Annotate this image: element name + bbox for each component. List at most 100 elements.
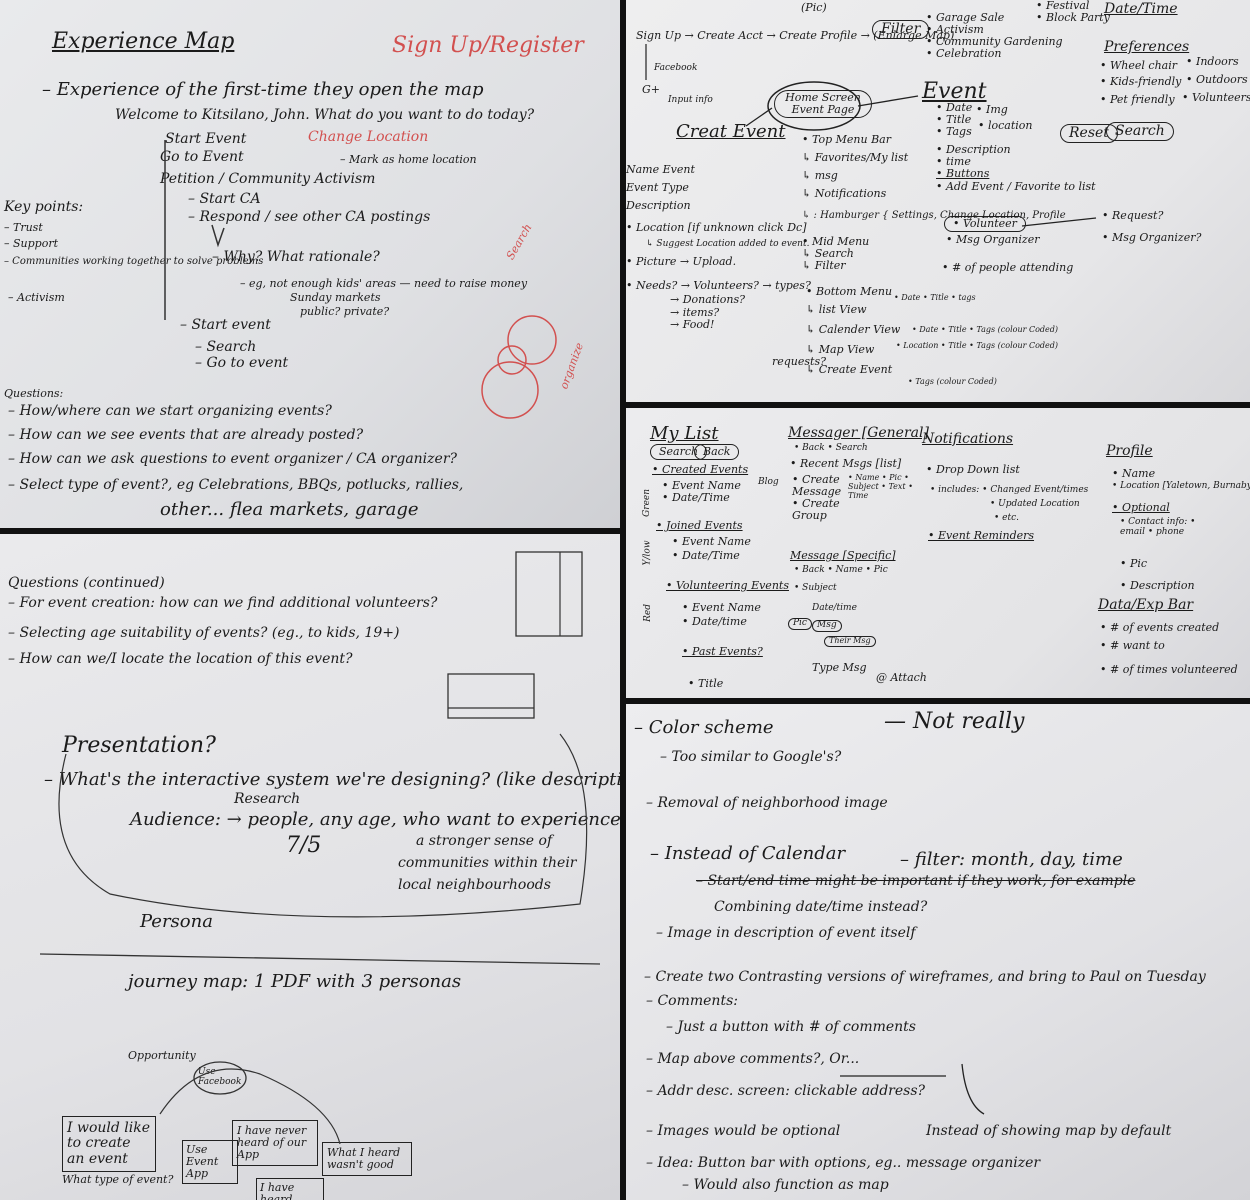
list-item: Event Type [626,181,689,195]
list-item: ↳ Notifications [802,187,887,201]
text-line: – Start/end time might be important if t… [696,873,1136,889]
list-item: ↳ Create Event [806,363,893,377]
text-line: Research [234,791,301,807]
text-line: requests? [772,355,827,368]
list-item: • Add Event / Favorite to list [936,179,1096,193]
text-line: – Comments: [646,993,738,1009]
text-line: • Festival [1036,0,1090,12]
text-line: – Select type of event?, eg Celebrations… [8,477,464,493]
text-line: • Contact info: • email • phone [1120,517,1196,537]
list-item: • Top Menu Bar [802,133,891,146]
text-line: – Trust [4,221,43,234]
text-line: a stronger sense of [416,833,553,849]
text-line: • etc. [994,513,1020,523]
text-line: – Communities working together to solve … [4,256,264,267]
text-line: 7/5 [286,833,322,858]
text-line: Event [922,79,987,104]
text-line: – Why? What rationale? [212,249,380,265]
text-line: • Indoors [1186,55,1239,68]
text-line: – How can we ask questions to event orga… [8,451,458,467]
text-line: • Garage Sale [926,11,1005,24]
list-item: → Food! [670,317,715,331]
list-item: • Picture → Upload. [626,255,737,269]
text-line: – Color scheme [634,717,774,738]
text-line: – Removal of neighborhood image [646,795,888,811]
text-line: • Volunteers [1182,91,1250,104]
list-item: ↳ Suggest Location added to event. [646,239,810,250]
text-line: Combining date/time instead? [714,899,928,915]
text-line: Preferences [1104,39,1190,55]
text-line: – How can we see events that are already… [8,427,364,443]
text-line: • Event Name [662,479,741,492]
text-line: • Celebration [926,47,1002,60]
text-line: – What's the interactive system we're de… [44,769,620,790]
text-line: Start Event [165,131,247,147]
text-line: – Would also function as map [682,1177,889,1193]
text-line: • Tags (colour Coded) [908,377,997,386]
text-line: Type Msg [812,661,867,674]
list-item: ↳ Favorites/My list [802,151,909,165]
text-line: Audience: → people, any age, who want to… [130,809,620,830]
text-line: Red [642,604,653,622]
text-line: • Joined Events [656,519,743,532]
text-line: – Respond / see other CA postings [188,209,431,225]
list-item: ↳ Map View [806,343,875,357]
text-line: • Volunteering Events [666,579,789,592]
text-line: – Map above comments?, Or... [646,1051,860,1067]
text-line: • Past Events? [682,645,763,658]
persona-card: Use Event App [182,1140,238,1185]
text-line: • Wheel chair [1100,59,1177,72]
text-line: • Pic [1120,557,1148,570]
text-line: • Name [1112,467,1156,480]
text-line: Petition / Community Activism [160,171,376,187]
text-line: Creat Event [676,121,786,142]
volunteer-bubble: • Volunteer [944,216,1026,233]
board-sketch-lines [840,1063,985,1115]
text-line: • Date/Time [662,491,730,504]
text-line: communities within their [398,855,577,871]
text-line: @ Attach [876,671,927,684]
list-item: • Date [936,101,973,114]
pic-bubble: Pic [788,618,812,630]
board-title: Experience Map [52,29,235,54]
text-line: – Image in description of event itself [656,925,916,941]
text-line: Instead of showing map by default [926,1123,1172,1139]
text-line: – Just a button with # of comments [666,1019,916,1035]
text-line: • Event Name [682,601,761,614]
whiteboard-panel-feedback: – Color scheme — Not really – Too simila… [626,704,1250,1200]
filter-bubble: Filter [872,20,930,40]
text-line: • Recent Msgs [list] [790,457,902,470]
text-line: (Pic) [801,1,827,14]
back-bubble: Back [694,444,740,461]
text-line: • Updated Location [990,499,1080,509]
text-line: – Go to event [195,355,289,371]
list-item: • Location [if unknown click Dc] [626,221,807,235]
text-line: local neighbourhoods [398,877,551,893]
text-line: public? private? [300,305,390,318]
text-line: • Date • Title • Tags (colour Coded) [912,325,1059,334]
top-menu-items: • Top Menu Bar ↳ Favorites/My list ↳ msg… [802,133,1066,221]
home-screen-bubble: Home Screen Event Page [774,90,872,119]
text-line: Green [642,488,653,517]
text-line: Questions (continued) [8,575,165,591]
bottom-menu-items: • Bottom Menu ↳ list View ↳ Calender Vie… [806,285,900,377]
text-line: Opportunity [128,1049,196,1062]
mid-menu-items: • Mid Menu ↳ Search ↳ Filter [802,235,870,272]
text-line: • # of times volunteered [1100,663,1238,676]
text-line: Blog [758,477,779,487]
create-event-items: Name Event Event Type Description • Loca… [626,163,811,331]
text-line: other... flea markets, garage [160,499,419,520]
text-line: • Create Message [792,473,842,499]
list-item: • Needs? → Volunteers? → types? [626,279,811,293]
text-line: • # want to [1100,639,1165,652]
text-line: – How/where can we start organizing even… [8,403,332,419]
text-line: • Date • Title • tags [894,293,976,302]
text-line: • location [978,119,1033,132]
text-line: – Too similar to Google's? [660,749,842,765]
text-line: Use Facebook [198,1067,242,1087]
text-line: • Activism [926,23,984,36]
whiteboard-panel-screens: My List Search Back • Created Events • E… [626,408,1250,698]
list-item: • Mid Menu [802,235,870,248]
text-line: Presentation? [62,733,216,758]
list-item: → items? [670,305,720,319]
